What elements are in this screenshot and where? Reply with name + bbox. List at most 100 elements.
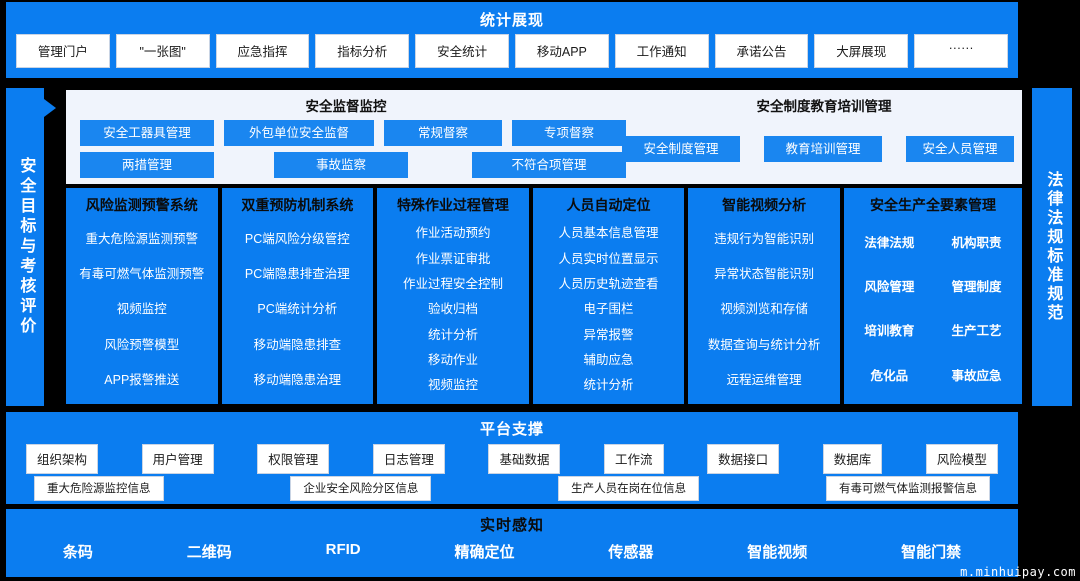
statistics-item[interactable]: 安全统计 [415,34,509,68]
statistics-item[interactable]: 大屏展现 [814,34,909,68]
sensing-item[interactable]: 智能视频 [747,544,808,561]
column-item[interactable]: 异常状态智能识别 [714,266,815,281]
column-item-list: 违规行为智能识别 异常状态智能识别 视频浏览和存储 数据查询与统计分析 远程运维… [690,221,838,398]
column-item[interactable]: 视频监控 [427,378,478,393]
column-item[interactable]: 生产工艺 [951,324,1002,339]
column-item[interactable]: 人员基本信息管理 [558,226,659,241]
column-item[interactable]: 事故应急 [951,368,1002,383]
realtime-sensing-section: 实时感知 条码 二维码 RFID 精确定位 传感器 智能视频 智能门禁 [6,509,1018,577]
column-item[interactable]: 视频浏览和存储 [720,302,808,317]
statistics-item[interactable]: 工作通知 [614,34,709,68]
column-item[interactable]: APP报警推送 [104,373,180,388]
platform-info-item[interactable]: 生产人员在岗在位信息 [558,476,700,501]
sensing-item[interactable]: 精确定位 [454,544,515,561]
statistics-item[interactable]: 承诺公告 [714,34,809,68]
supervision-item[interactable]: 不符合项管理 [472,152,626,178]
feature-column-dual-prevention: 双重预防机制系统 PC端风险分级管控 PC端隐患排查治理 PC端统计分析 移动端… [221,188,374,404]
left-sidebar-safety-goals: 安全目标与考核评价 [6,88,44,406]
column-item[interactable]: 远程运维管理 [726,373,802,388]
column-item[interactable]: 验收归档 [427,302,478,317]
platform-item[interactable]: 用户管理 [141,444,214,474]
column-item[interactable]: 移动作业 [427,352,478,367]
column-item[interactable]: 作业票证审批 [415,251,491,266]
supervision-item[interactable]: 事故监察 [274,152,408,178]
statistics-item[interactable]: 移动APP [514,34,609,68]
supervision-item[interactable]: 常规督察 [384,120,502,146]
column-item[interactable]: PC端统计分析 [257,302,338,317]
supervision-item[interactable]: 安全工器具管理 [80,120,214,146]
platform-item[interactable]: 风险模型 [925,444,998,474]
column-item[interactable]: 移动端隐患治理 [253,373,342,388]
sensing-item[interactable]: 条码 [62,544,93,561]
feature-column-intelligent-video: 智能视频分析 违规行为智能识别 异常状态智能识别 视频浏览和存储 数据查询与统计… [688,188,840,404]
supervision-item[interactable]: 两措管理 [80,152,214,178]
education-item[interactable]: 安全人员管理 [906,136,1014,162]
supervision-group-b-title: 安全制度教育培训管理 [756,99,892,114]
column-item[interactable]: 法律法规 [864,235,915,250]
platform-info-item[interactable]: 企业安全风险分区信息 [290,476,432,501]
statistics-item[interactable]: 管理门户 [16,34,110,68]
column-item[interactable]: 视频监控 [116,302,167,317]
column-item[interactable]: 风险管理 [864,280,915,295]
education-item[interactable]: 安全制度管理 [622,136,740,162]
column-item[interactable]: 电子围栏 [583,302,634,317]
column-item[interactable]: 统计分析 [427,327,478,342]
supervision-item[interactable]: 外包单位安全监督 [224,120,374,146]
platform-item[interactable]: 工作流 [604,444,664,474]
column-item[interactable]: 异常报警 [583,327,634,342]
column-title: 风险监测预警系统 [85,197,198,213]
column-item-list: PC端风险分级管控 PC端隐患排查治理 PC端统计分析 移动端隐患排查 移动端隐… [224,221,372,398]
platform-item[interactable]: 权限管理 [257,444,330,474]
column-item[interactable]: 培训教育 [864,324,915,339]
column-item[interactable]: 数据查询与统计分析 [707,337,821,352]
platform-item[interactable]: 数据库 [822,444,883,474]
supervision-panel: 安全监督监控 安全制度教育培训管理 安全工器具管理 外包单位安全监督 常规督察 … [66,90,1022,184]
column-item[interactable]: 违规行为智能识别 [714,231,815,246]
platform-item[interactable]: 组织架构 [26,444,99,474]
platform-item[interactable]: 日志管理 [372,444,445,474]
column-item[interactable]: 人员历史轨迹查看 [558,277,659,292]
statistics-item-more[interactable]: ······ [914,34,1008,68]
column-item[interactable]: 有毒可燃气体监测预警 [79,266,205,281]
platform-item[interactable]: 基础数据 [488,444,561,474]
column-item[interactable]: PC端隐患排查治理 [244,266,350,281]
column-item[interactable]: 移动端隐患排查 [253,337,342,352]
column-item[interactable]: 风险预警模型 [104,337,180,352]
column-item[interactable]: 重大危险源监测预警 [85,231,199,246]
sensing-item[interactable]: 智能门禁 [901,544,962,561]
sensing-item[interactable]: 传感器 [608,544,654,561]
statistics-item-row: 管理门户 "一张图" 应急指挥 指标分析 安全统计 移动APP 工作通知 承诺公… [16,34,1008,68]
column-item-list: 人员基本信息管理 人员实时位置显示 人员历史轨迹查看 电子围栏 异常报警 辅助应… [535,221,683,398]
feature-column-safety-elements: 安全生产全要素管理 法律法规 机构职责 风险管理 管理制度 培训教育 生产工艺 … [843,188,1023,404]
platform-support-title: 平台支撑 [479,421,544,438]
platform-item-row-secondary: 重大危险源监控信息 企业安全风险分区信息 生产人员在岗在位信息 有毒可燃气体监测… [34,476,990,501]
feature-column-risk-monitoring: 风险监测预警系统 重大危险源监测预警 有毒可燃气体监测预警 视频监控 风险预警模… [66,188,218,404]
statistics-section: 统计展现 管理门户 "一张图" 应急指挥 指标分析 安全统计 移动APP 工作通… [6,2,1018,78]
platform-info-item[interactable]: 有毒可燃气体监测报警信息 [825,476,990,501]
statistics-item[interactable]: 应急指挥 [215,34,310,68]
platform-item[interactable]: 数据接口 [707,444,780,474]
statistics-item[interactable]: 指标分析 [315,34,410,68]
platform-info-item[interactable]: 重大危险源监控信息 [34,476,164,501]
platform-support-section: 平台支撑 组织架构 用户管理 权限管理 日志管理 基础数据 工作流 数据接口 数… [6,412,1018,504]
column-item-list: 作业活动预约 作业票证审批 作业过程安全控制 验收归档 统计分析 移动作业 视频… [379,221,527,398]
sensing-item[interactable]: RFID [325,541,361,558]
education-item[interactable]: 教育培训管理 [764,136,882,162]
sensing-item[interactable]: 二维码 [186,544,232,561]
supervision-item[interactable]: 专项督察 [512,120,626,146]
supervision-group-a-title: 安全监督监控 [305,99,387,114]
column-item[interactable]: 作业过程安全控制 [402,277,503,292]
column-item[interactable]: 统计分析 [583,378,634,393]
column-item[interactable]: 机构职责 [951,235,1002,250]
statistics-item[interactable]: "一张图" [115,34,210,68]
column-item[interactable]: 危化品 [870,368,909,383]
right-sidebar-laws-regulations: 法律法规标准规范 [1032,88,1072,406]
column-item[interactable]: 作业活动预约 [415,226,491,241]
column-item[interactable]: 人员实时位置显示 [558,251,659,266]
column-item[interactable]: PC端风险分级管控 [244,231,350,246]
realtime-sensing-title: 实时感知 [479,517,544,534]
column-item[interactable]: 管理制度 [951,280,1002,295]
column-item[interactable]: 辅助应急 [583,352,634,367]
watermark: m.minhuipay.com [960,565,1076,579]
